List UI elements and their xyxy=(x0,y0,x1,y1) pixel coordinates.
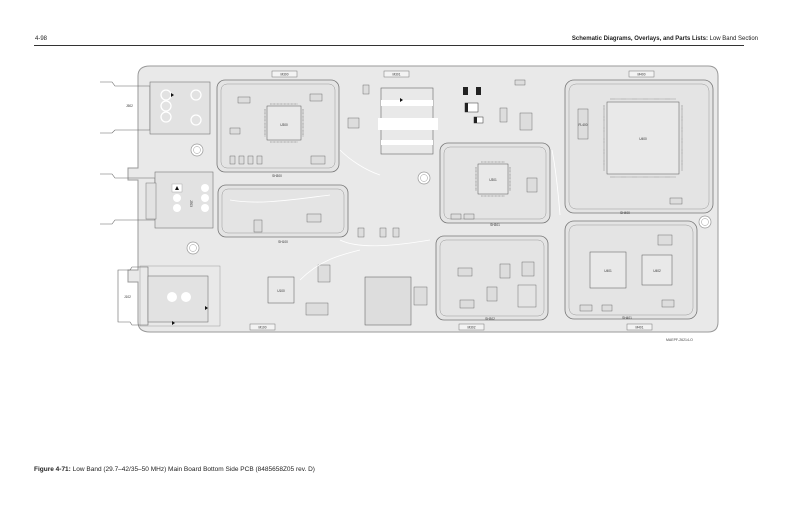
shield-label-m302: M302 xyxy=(458,323,485,331)
svg-text:M300: M300 xyxy=(281,73,289,77)
svg-text:M301: M301 xyxy=(393,73,401,77)
sh100-label: SH100 xyxy=(278,240,288,244)
connector-j502: J502 xyxy=(100,81,211,135)
svg-text:M100: M100 xyxy=(259,326,267,330)
shield-label-m400: M400 xyxy=(628,70,655,78)
page-number: 4-98 xyxy=(35,36,48,42)
misc-components: U100 xyxy=(267,79,533,326)
shield-label-m301: M301 xyxy=(383,70,410,78)
shield-label-m100: M100 xyxy=(249,323,276,331)
section-title: Schematic Diagrams, Overlays, and Parts … xyxy=(572,36,758,42)
traces xyxy=(229,149,561,281)
u300-label: U300 xyxy=(280,123,288,127)
shield-sh100: SH100 xyxy=(217,184,349,244)
shield-sh302: SH302 xyxy=(435,235,549,321)
crystal-module xyxy=(378,87,438,155)
header-rule xyxy=(34,45,744,46)
sh302-label: SH302 xyxy=(485,317,495,321)
mounting-holes xyxy=(186,143,712,255)
drawing-id: MAEPF-26214-O xyxy=(666,338,693,342)
shield-label-m300: M300 xyxy=(271,70,298,78)
sh400-label: SH400 xyxy=(620,211,630,215)
sh301-label: SH301 xyxy=(490,223,500,227)
u301-label: U301 xyxy=(489,178,497,182)
connector-j503: J503 xyxy=(100,171,214,229)
figure-number: Figure 4-71: xyxy=(34,466,71,473)
shield-sh401: U401 U402 SH401 xyxy=(564,220,698,320)
figure-caption-text: Low Band (29.7–42/35–50 MHz) Main Board … xyxy=(70,466,315,473)
j502-label: J502 xyxy=(126,104,133,108)
u400-label: U400 xyxy=(639,137,647,141)
svg-text:M302: M302 xyxy=(468,326,476,330)
u402-label: U402 xyxy=(653,269,661,273)
fl400-label: FL400 xyxy=(578,123,587,127)
shield-label-m401: M401 xyxy=(626,323,653,331)
svg-text:M401: M401 xyxy=(636,326,644,330)
sh401-label: SH401 xyxy=(622,316,632,320)
u100-label: U100 xyxy=(277,289,285,293)
connector-j102: J102 xyxy=(117,265,221,327)
shield-sh300: U300 SH300 xyxy=(216,79,340,178)
figure-caption: Figure 4-71: Low Band (29.7–42/35–50 MHz… xyxy=(34,466,315,473)
shield-sh301: U301 SH301 xyxy=(439,142,551,227)
section-title-normal: Low Band Section xyxy=(707,36,758,42)
section-title-bold: Schematic Diagrams, Overlays, and Parts … xyxy=(571,36,708,42)
svg-text:M400: M400 xyxy=(638,73,646,77)
j503-label: J503 xyxy=(189,200,193,207)
j102-label: J102 xyxy=(124,295,131,299)
shield-sh400: U400 FL400 SH400 xyxy=(564,79,714,215)
u401-label: U401 xyxy=(604,269,612,273)
sh300-label: SH300 xyxy=(272,174,282,178)
